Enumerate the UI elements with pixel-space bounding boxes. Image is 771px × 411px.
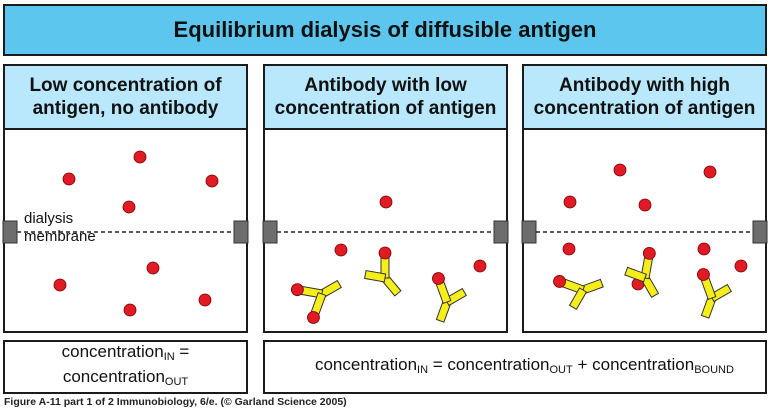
antigen-molecule <box>334 243 348 257</box>
membrane-label-line: membrane <box>24 228 96 245</box>
antigen-molecule <box>473 259 487 273</box>
membrane-clamp <box>233 220 249 244</box>
eq-term: concentration <box>592 354 695 374</box>
antibody-arm <box>364 270 387 283</box>
header-line: Antibody with low <box>304 75 467 96</box>
eq-sign: = <box>428 354 448 374</box>
antigen-molecule <box>379 195 393 209</box>
header-line: antigen, no antibody <box>32 98 219 119</box>
antigen-molecule <box>53 278 67 292</box>
eq-sign: = <box>174 342 190 361</box>
antigen-molecule <box>563 195 577 209</box>
antibody <box>624 246 660 299</box>
equation-box-left: concentrationIN = concentrationOUT <box>3 340 248 394</box>
eq-term: concentration <box>62 367 165 386</box>
antibody-arm <box>432 272 452 305</box>
eq-subscript: OUT <box>549 363 573 376</box>
antibody <box>697 268 733 319</box>
antigen-molecule <box>198 293 212 307</box>
antibody-arm <box>697 268 717 301</box>
header-line: concentration of antigen <box>274 98 497 119</box>
bound-antigen <box>378 246 392 260</box>
bound-antigen <box>697 268 710 281</box>
bound-antigen <box>642 246 656 260</box>
eq-subscript: BOUND <box>694 363 734 376</box>
antibody-arm-segment <box>700 277 717 301</box>
antibody-arm-segment <box>435 281 452 305</box>
antibody-arm <box>624 266 648 283</box>
eq-sign: + <box>572 354 593 374</box>
membrane-clamp <box>752 220 768 244</box>
equation-box-right: concentrationIN = concentrationOUT + con… <box>263 340 767 394</box>
eq-subscript: IN <box>163 351 175 363</box>
antibody-arm <box>307 291 327 324</box>
antibody-arm-segment <box>624 266 648 283</box>
membrane-label-line: dialysis <box>24 210 74 227</box>
membrane-clamp <box>262 220 278 244</box>
figure-caption: Figure A-11 part 1 of 2 Immunobiology, 6… <box>4 396 347 408</box>
antibody-arm <box>568 287 588 311</box>
membrane-label: dialysis membrane <box>24 210 96 246</box>
antigen-molecule <box>122 200 136 214</box>
antibody <box>290 279 343 324</box>
antigen-molecule <box>62 172 76 186</box>
antigen-molecule <box>697 242 711 256</box>
antibody-arm-segment <box>364 270 387 283</box>
membrane-clamp <box>493 220 509 244</box>
antigen-molecule <box>703 165 717 179</box>
bound-antigen <box>553 275 566 288</box>
antigen-molecule <box>205 174 219 188</box>
antibody <box>553 275 604 311</box>
antigen-molecule <box>638 198 652 212</box>
bound-antigen <box>432 272 445 285</box>
antigen-molecule <box>133 150 147 164</box>
eq-term: concentration <box>447 354 550 374</box>
antibody-arm-segment <box>568 287 588 311</box>
antigen-molecule <box>734 259 748 273</box>
eq-subscript: IN <box>417 363 429 376</box>
figure-title: Equilibrium dialysis of diffusible antig… <box>3 4 767 56</box>
antigen-molecule <box>123 303 137 317</box>
antigen-molecule <box>146 261 160 275</box>
header-line: Antibody with high <box>559 75 730 96</box>
membrane-clamp <box>521 220 537 244</box>
header-line: Low concentration of <box>29 75 222 96</box>
eq-subscript: OUT <box>164 376 189 388</box>
membrane-clamp <box>2 220 18 244</box>
antigen-molecule <box>562 242 576 256</box>
antibody <box>364 246 402 297</box>
eq-term: concentration <box>314 354 418 374</box>
antibody <box>432 272 468 323</box>
eq-term: concentration <box>61 342 164 361</box>
header-line: concentration of antigen <box>533 98 756 119</box>
antigen-molecule <box>613 163 627 177</box>
bound-antigen <box>290 283 304 297</box>
bound-antigen <box>307 311 320 324</box>
